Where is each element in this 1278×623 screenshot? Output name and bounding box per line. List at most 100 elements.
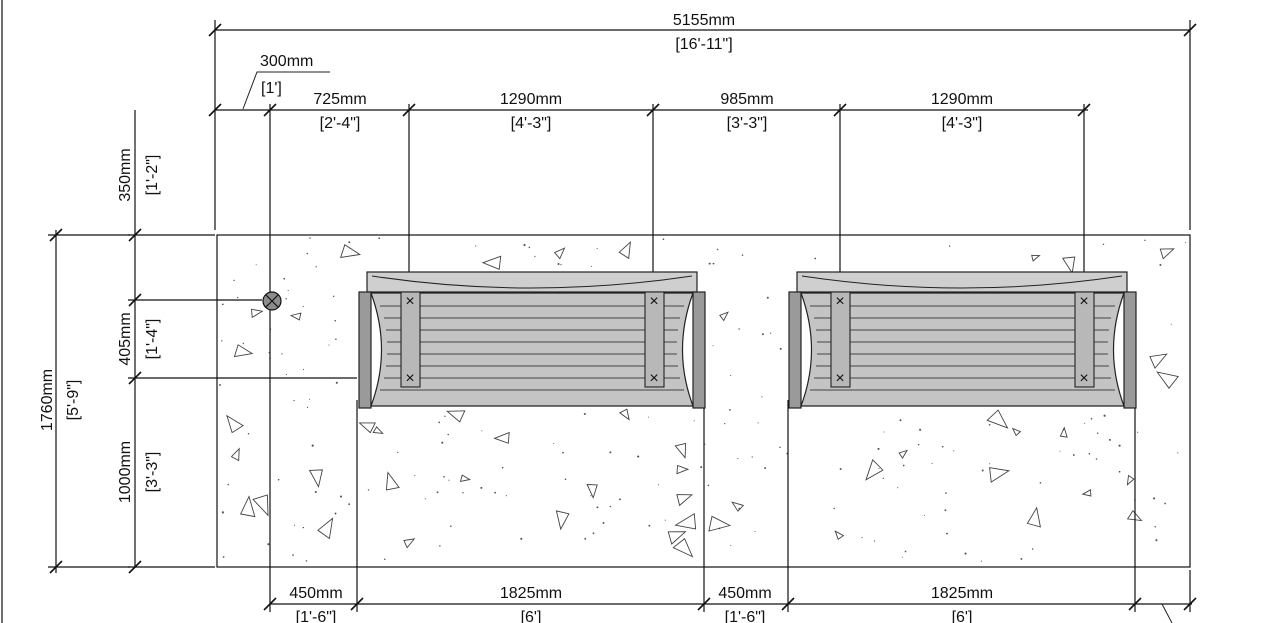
concrete-speck [779, 347, 782, 350]
concrete-speck [877, 447, 880, 450]
concrete-speck [738, 328, 740, 330]
bench-2-bolt-icon: × [835, 370, 844, 387]
concrete-speck [1177, 452, 1179, 454]
concrete-speck [292, 554, 294, 556]
concrete-speck [878, 468, 880, 470]
overall-width-dimension: 5155mm [16'-11"] [208, 12, 1197, 230]
concrete-speck [1118, 470, 1121, 473]
top-dim-4-imperial: [4'-3"] [942, 115, 983, 132]
concrete-speck [221, 340, 223, 342]
concrete-speck [941, 445, 944, 448]
aggregate-stone [403, 538, 416, 549]
concrete-speck [384, 558, 386, 561]
aggregate-stone [1059, 426, 1068, 438]
left-dim-2-mm: 405mm [117, 312, 134, 365]
concrete-speck [441, 441, 444, 444]
concrete-speck [779, 446, 781, 448]
concrete-speck [520, 537, 523, 540]
concrete-speck [528, 246, 531, 249]
left-overall-mm: 1760mm [39, 369, 56, 431]
concrete-speck [741, 254, 744, 256]
concrete-speck [770, 332, 772, 334]
concrete-speck [227, 483, 229, 486]
edge-offset-mm: 300mm [260, 53, 313, 70]
aggregate-stone [676, 464, 690, 475]
aggregate-stone [1159, 248, 1175, 260]
concrete-speck [833, 507, 835, 510]
concrete-speck [948, 245, 951, 247]
concrete-speck [557, 262, 560, 266]
concrete-speck [944, 509, 947, 512]
concrete-speck [953, 450, 955, 452]
bench-2-bolt-icon: × [1079, 370, 1088, 387]
concrete-speck [989, 463, 991, 465]
concrete-speck [1159, 264, 1162, 266]
concrete-speck [700, 466, 703, 469]
aggregate-stone [865, 458, 884, 481]
concrete-speck [1155, 539, 1158, 542]
concrete-speck [447, 433, 449, 436]
concrete-speck [766, 296, 769, 299]
overall-width-mm: 5155mm [673, 12, 735, 29]
aggregate-stone [676, 494, 694, 507]
concrete-speck [367, 489, 370, 491]
anchor-marker-icon [262, 291, 282, 311]
concrete-speck [335, 338, 337, 341]
bottom-dim-4-imperial: [6'] [952, 609, 973, 623]
concrete-speck [233, 279, 235, 282]
concrete-speck [397, 451, 399, 454]
left-overall-dimension: 1760mm [5'-9"] [39, 228, 130, 574]
aggregate-stone [618, 408, 630, 421]
concrete-speck [501, 466, 504, 469]
concrete-speck [897, 487, 899, 489]
top-dim-1-imperial: [2'-4"] [320, 115, 361, 132]
aggregate-stone [834, 530, 845, 541]
concrete-speck [305, 560, 308, 562]
bottom-dim-4-mm: 1825mm [931, 585, 993, 602]
bottom-dim-3-imperial: [1'-6"] [725, 609, 766, 623]
concrete-speck [609, 505, 612, 508]
left-dim-1-imperial: [1'-2"] [144, 155, 161, 196]
concrete-speck [609, 451, 612, 454]
aggregate-stone [459, 474, 471, 482]
concrete-speck [560, 264, 562, 266]
concrete-speck [222, 556, 225, 558]
concrete-speck [814, 257, 817, 260]
concrete-speck [283, 277, 286, 280]
aggregate-stone [986, 409, 1009, 429]
concrete-speck [1108, 438, 1111, 441]
concrete-speck [1090, 417, 1093, 420]
bench-1-support-right [644, 291, 665, 388]
aggregate-stone [898, 449, 908, 459]
concrete-speck [591, 265, 593, 267]
concrete-speck [236, 296, 239, 299]
concrete-speck [348, 241, 351, 244]
concrete-speck [494, 491, 496, 494]
bench-2-bolt-icon: × [835, 293, 844, 310]
concrete-speck [648, 524, 651, 527]
left-dim-2-imperial: [1'-4"] [144, 319, 161, 360]
concrete-speck [335, 381, 338, 384]
bottom-dim-1-mm: 450mm [289, 585, 342, 602]
concrete-speck [861, 537, 863, 539]
concrete-speck [1103, 414, 1106, 417]
bench-1-bolt-icon: × [405, 293, 414, 310]
concrete-speck [328, 344, 330, 346]
concrete-speck [247, 432, 250, 435]
concrete-speck [293, 399, 295, 402]
concrete-speck [1031, 548, 1034, 550]
aggregate-stone [1061, 256, 1076, 275]
concrete-speck [314, 490, 317, 494]
concrete-speck [332, 295, 335, 298]
concrete-speck [553, 442, 555, 445]
concrete-speck [306, 406, 309, 409]
aggregate-stone [446, 410, 466, 423]
edge-offset-imperial: [1'] [261, 80, 282, 97]
concrete-speck [596, 506, 599, 509]
concrete-speck [1137, 431, 1139, 433]
concrete-speck [302, 306, 304, 308]
concrete-speck [902, 464, 905, 467]
concrete-speck [219, 383, 221, 386]
top-dim-2-mm: 1290mm [500, 91, 562, 108]
edge-offset-leader [242, 71, 330, 110]
